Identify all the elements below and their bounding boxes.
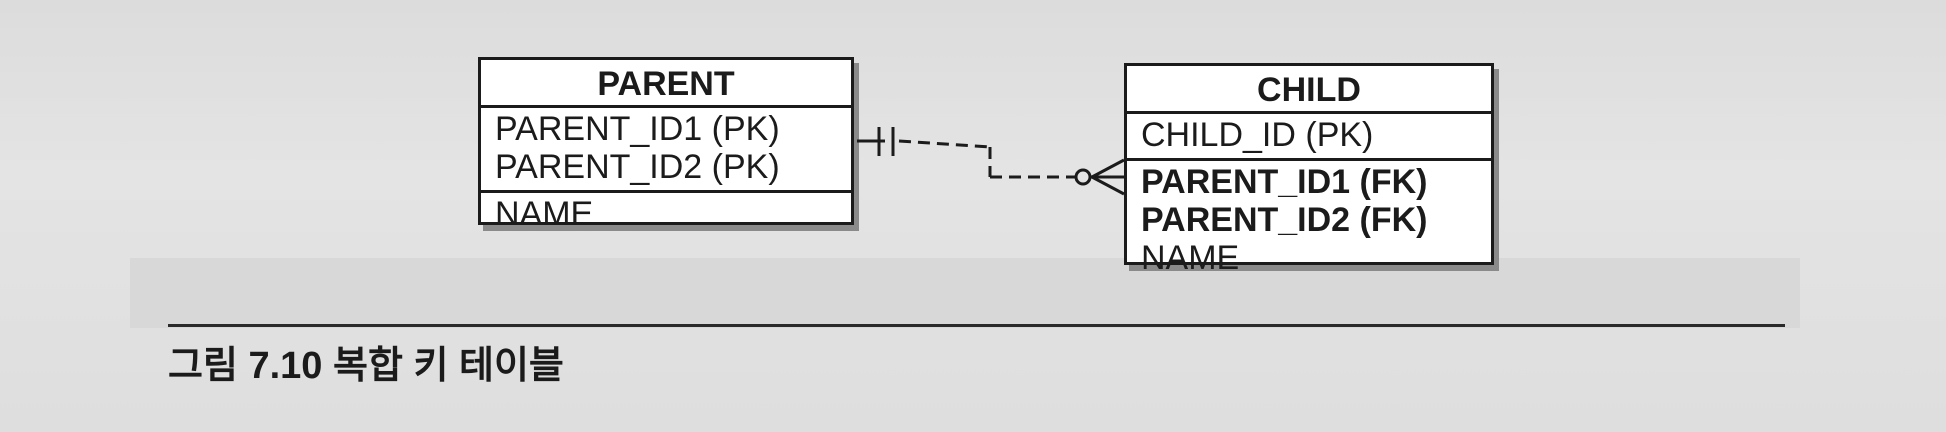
show-through-band: [130, 258, 1800, 328]
parent-attr-id2: PARENT_ID2 (PK): [495, 148, 780, 186]
child-key-section: CHILD_ID (PK): [1127, 114, 1491, 158]
parent-key-section: PARENT_ID1 (PK) PARENT_ID2 (PK): [481, 108, 851, 190]
crow-foot-lower: [1091, 175, 1125, 196]
child-attr-id: CHILD_ID (PK): [1141, 116, 1374, 154]
parent-attr-section: NAME: [481, 190, 851, 237]
parent-entity: PARENT PARENT_ID1 (PK) PARENT_ID2 (PK) N…: [478, 57, 854, 233]
child-attr-name: NAME: [1141, 239, 1240, 277]
child-entity-title: CHILD: [1127, 66, 1491, 114]
figure-caption: 그림 7.10 복합 키 테이블: [168, 345, 564, 387]
parent-attr-id1: PARENT_ID1 (PK): [495, 110, 780, 148]
child-entity: CHILD CHILD_ID (PK) PARENT_ID1 (FK) PARE…: [1124, 63, 1494, 277]
caption-rule: [168, 324, 1785, 327]
child-attr-section: PARENT_ID1 (FK) PARENT_ID2 (FK) NAME: [1127, 158, 1491, 281]
child-attr-parent-id2: PARENT_ID2 (FK): [1141, 201, 1428, 239]
parent-entity-title: PARENT: [481, 60, 851, 108]
crow-foot-upper: [1091, 158, 1125, 179]
parent-attr-name: NAME: [495, 195, 594, 233]
zero-circle-icon: [1074, 168, 1092, 186]
connector-dash-upper: [898, 139, 991, 149]
child-attr-parent-id1: PARENT_ID1 (FK): [1141, 163, 1428, 201]
